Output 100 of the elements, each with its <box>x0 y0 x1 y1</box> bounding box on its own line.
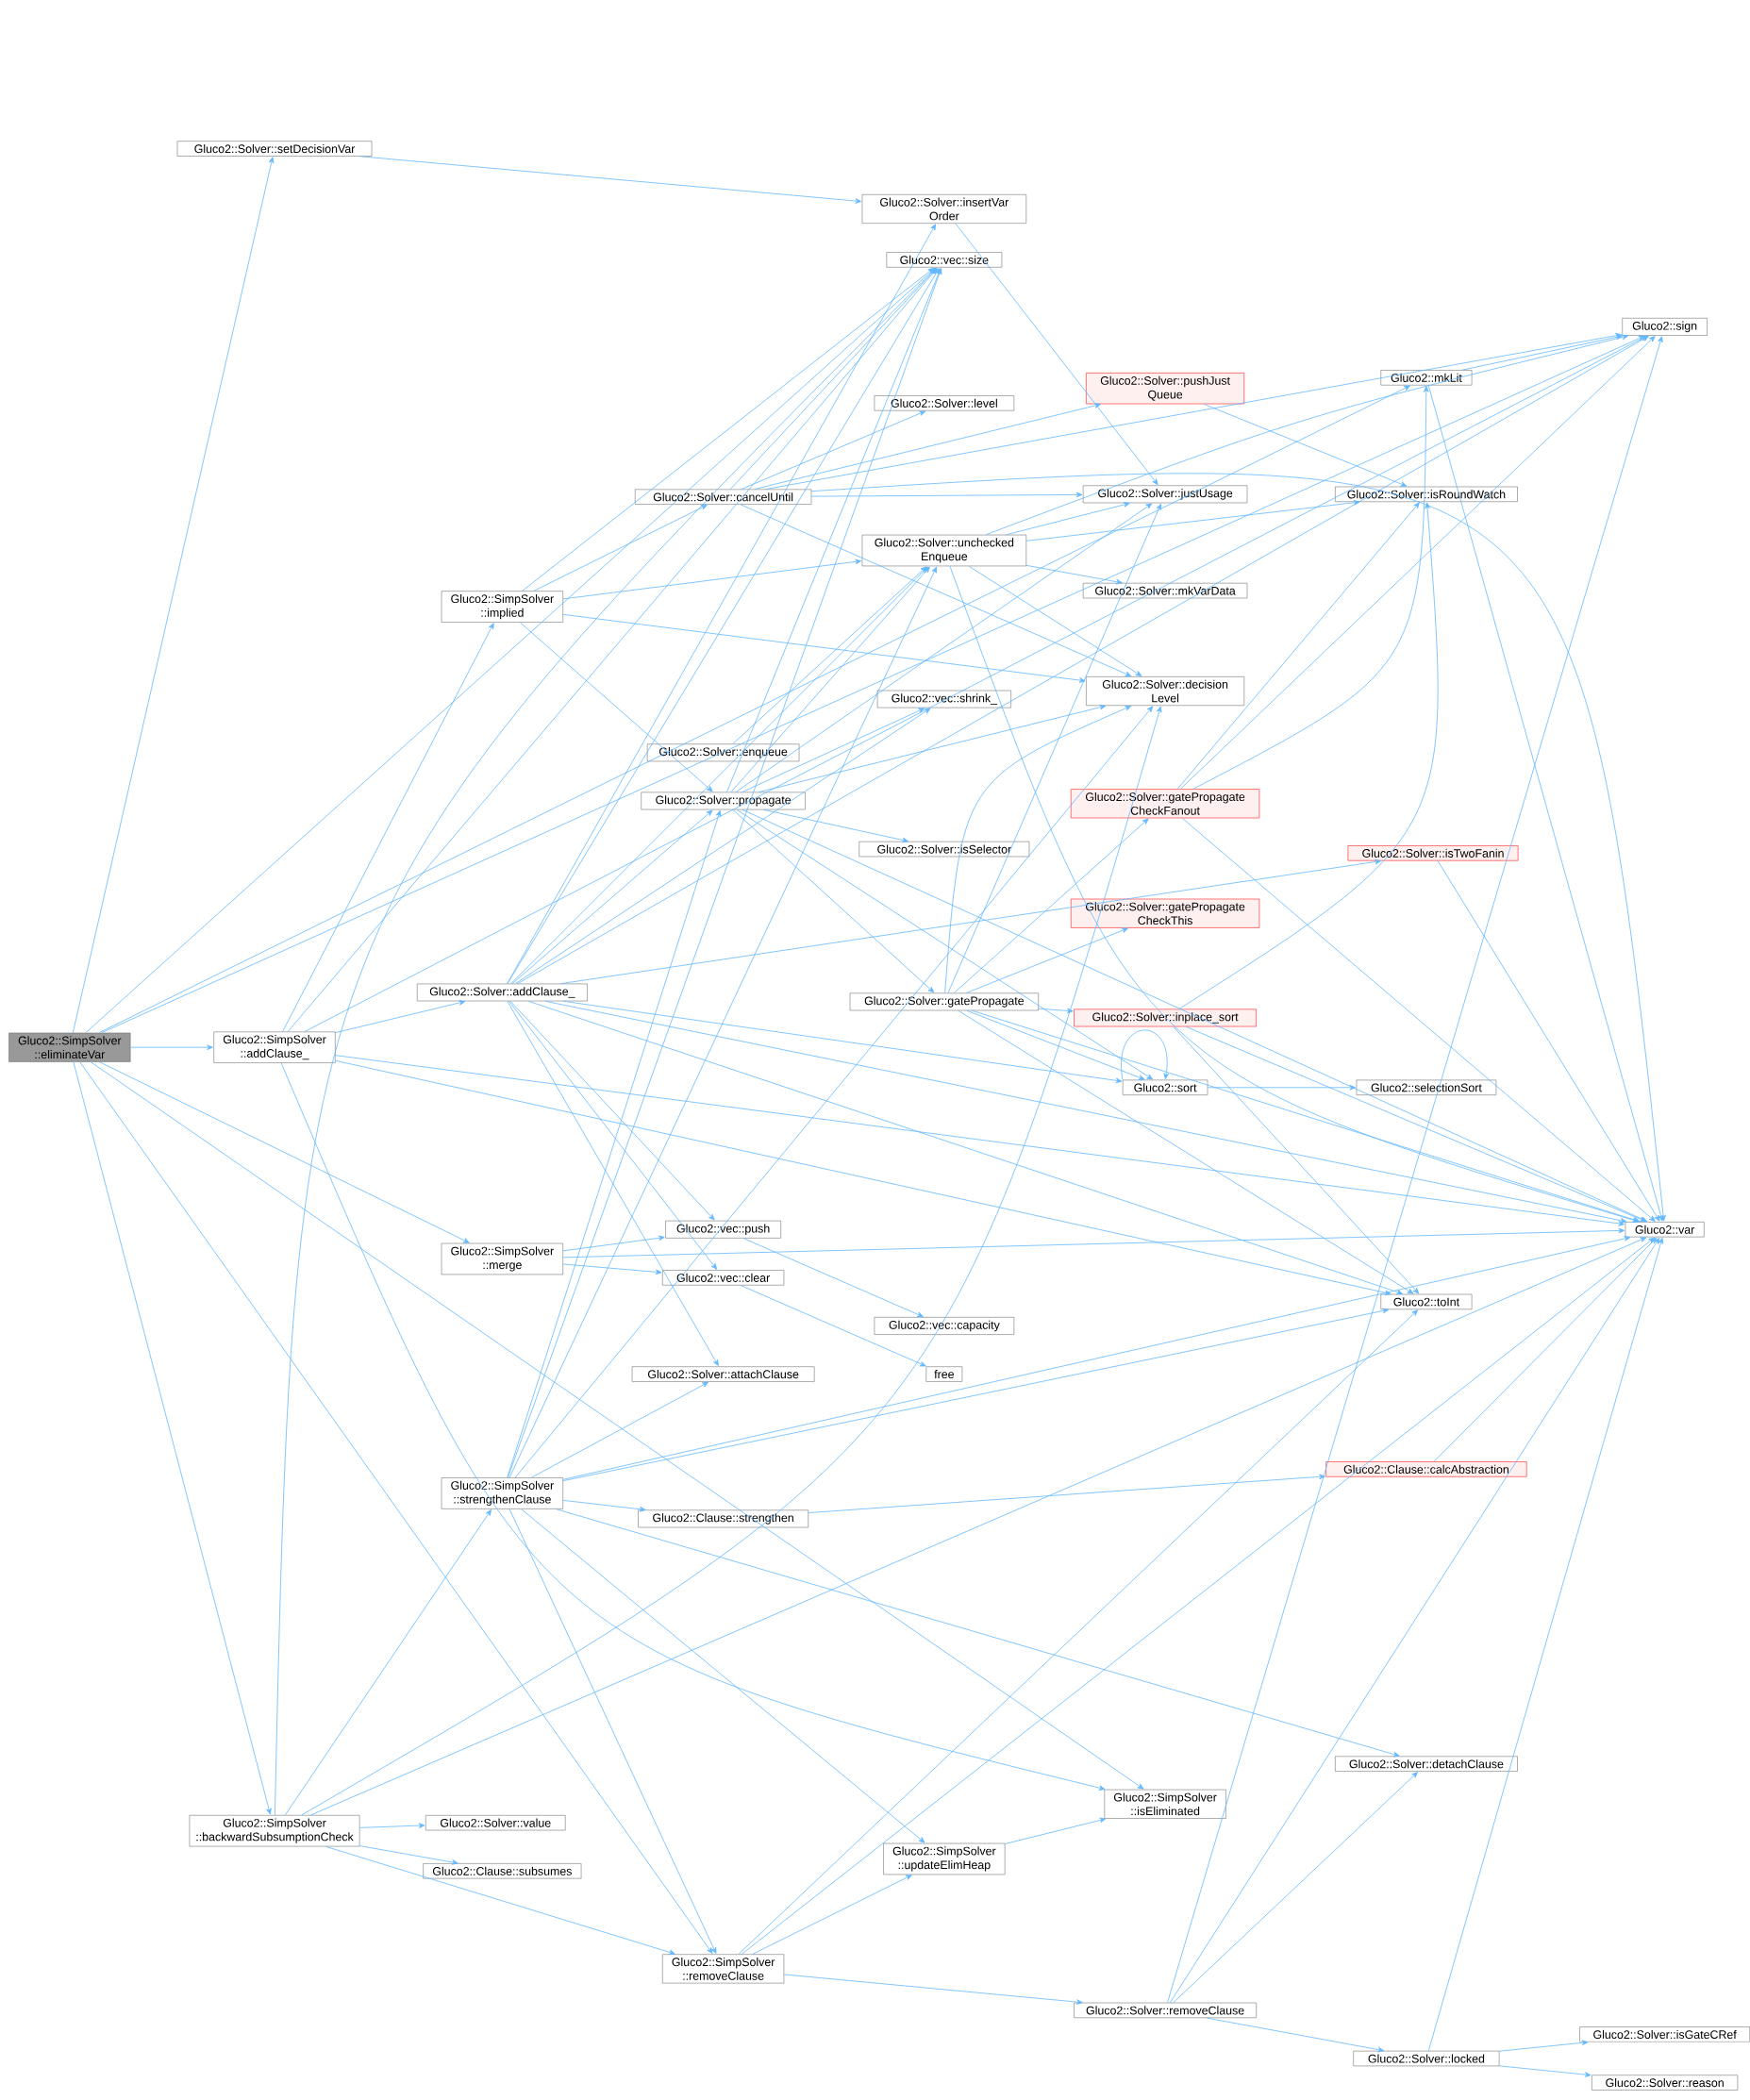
arrow <box>274 267 937 1816</box>
arrow <box>562 1000 1123 1084</box>
arrow <box>358 1845 458 1865</box>
arrow <box>335 1000 465 1034</box>
arrow <box>79 1061 713 1954</box>
function-box: Gluco2::Solver::removeClause <box>1074 2002 1257 2019</box>
arrow <box>943 706 1131 993</box>
arrow <box>1178 502 1439 1009</box>
arrow <box>1427 1238 1663 2052</box>
function-box: Gluco2::sign <box>1622 318 1708 336</box>
arrow <box>1004 1817 1106 1844</box>
arrow <box>736 808 1153 1080</box>
arrow <box>985 334 1628 536</box>
arrow <box>947 503 1161 993</box>
arrow <box>129 1044 213 1050</box>
function-box: Gluco2::SimpSolver ::addClause_ <box>213 1031 336 1063</box>
function-box: Gluco2::Solver::detachClause <box>1334 1756 1518 1772</box>
arrow <box>741 410 925 490</box>
arrow <box>1025 564 1123 585</box>
arrow <box>1169 1237 1660 2004</box>
arrow <box>562 1308 1389 1482</box>
arrow <box>280 1062 1106 1791</box>
arrow <box>507 809 721 1478</box>
function-box: Gluco2::sort <box>1122 1079 1208 1095</box>
function-box: Gluco2::Solver::justUsage <box>1082 485 1248 504</box>
arrow <box>1437 860 1660 1222</box>
arrow <box>735 503 1152 792</box>
function-box: Gluco2::Solver::inplace_sort <box>1074 1008 1257 1027</box>
arrow <box>560 858 1381 985</box>
arrow <box>73 1061 272 1815</box>
arrow <box>1461 334 1623 371</box>
arrow <box>301 706 1162 1816</box>
arrow <box>1166 336 1663 2004</box>
arrow <box>358 1823 425 1828</box>
arrow <box>90 1061 1144 1790</box>
arrow <box>740 504 1132 677</box>
arrow <box>85 267 936 1034</box>
function-box: Gluco2::Clause::strengthen <box>638 1509 808 1528</box>
arrow <box>971 1009 1641 1223</box>
arrow <box>508 1000 717 1270</box>
arrow <box>1206 2017 1384 2053</box>
function-box: Gluco2::Solver::mkVarData <box>1082 582 1248 599</box>
arrow <box>1433 1237 1657 1462</box>
arrow <box>752 1875 912 1955</box>
arrow <box>555 1508 1400 1758</box>
arrow <box>562 1236 1630 1480</box>
arrow <box>562 1263 662 1275</box>
arrow <box>309 1237 1646 1816</box>
function-box: Gluco2::vec::push <box>665 1220 781 1239</box>
arrow <box>544 1000 1626 1224</box>
arrow <box>358 156 861 204</box>
arrow <box>754 403 1101 490</box>
arrow <box>1427 385 1663 1222</box>
arrow <box>740 1285 926 1367</box>
function-box: Gluco2::Solver::gatePropagate <box>849 992 1039 1011</box>
function-box: Gluco2::Solver::pushJust Queue <box>1085 373 1244 405</box>
arrow <box>281 623 494 1032</box>
arrow <box>758 704 1106 792</box>
arrow <box>742 808 1647 1223</box>
function-box: Gluco2::SimpSolver ::removeClause <box>661 1954 784 1984</box>
arrow <box>1173 1772 1418 2004</box>
arrow <box>520 1508 925 1843</box>
arrow <box>1179 336 1656 790</box>
arrow <box>1176 502 1420 790</box>
arrow <box>530 1381 708 1478</box>
function-box: Gluco2::toInt <box>1380 1293 1473 1310</box>
arrow <box>810 474 1666 1222</box>
arrow <box>965 927 1128 993</box>
arrow <box>514 706 1153 1478</box>
arrow <box>783 1974 1083 2005</box>
function-box: Gluco2::Solver::gatePropagate CheckFanout <box>1070 789 1259 819</box>
arrow <box>810 492 1083 498</box>
arrow <box>335 1055 1625 1226</box>
arrow <box>562 613 1086 683</box>
arrow <box>521 267 934 592</box>
arrow <box>1192 386 1429 790</box>
function-box: Gluco2::SimpSolver ::backwardSubsumptionCheck <box>189 1814 360 1847</box>
function-box: Gluco2::Solver::reason <box>1591 2075 1738 2091</box>
arrow <box>742 708 925 792</box>
function-box: Gluco2::SimpSolver ::eliminateVar <box>8 1032 131 1062</box>
arrow <box>1203 403 1408 487</box>
function-box: Gluco2::Solver::attachClause <box>631 1366 815 1382</box>
function-box: Gluco2::Solver::isRoundWatch <box>1334 486 1518 502</box>
function-box: Gluco2::Solver::isTwoFanin <box>1347 845 1519 861</box>
function-box: Gluco2::Clause::calcAbstraction <box>1325 1461 1527 1477</box>
function-box: Gluco2::Solver::enqueue <box>646 743 800 762</box>
arrow <box>966 1009 1145 1080</box>
arrow <box>562 1499 646 1512</box>
arrow <box>516 335 1649 985</box>
function-box: Gluco2::vec::size <box>886 252 1002 268</box>
arrow <box>72 157 275 1034</box>
arrow <box>1181 817 1656 1222</box>
arrow <box>562 558 861 600</box>
function-box: Gluco2::Solver::cancelUntil <box>634 489 812 505</box>
arrow <box>98 1061 470 1243</box>
arrow <box>508 1508 717 1954</box>
arrow <box>725 268 942 792</box>
function-box: Gluco2::vec::capacity <box>874 1317 1014 1335</box>
function-box: Gluco2::Solver::isGateCRef <box>1579 2026 1750 2042</box>
arrow <box>741 1237 1655 1955</box>
